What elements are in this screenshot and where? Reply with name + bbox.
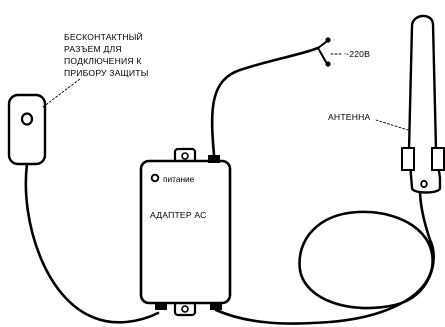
connector-label-line-4: ПРИБОРУ ЗАЩИТЫ [64,68,149,78]
antenna-cable [214,188,435,325]
adapter-box [139,147,232,317]
connector-leader-line [42,78,81,108]
connector-label-line-1: БЕСКОНТАКТНЫЙ [64,31,143,42]
mains-plug [317,37,331,67]
mains-label: ~220В [344,49,370,59]
power-label: питание [163,174,195,184]
power-cable [210,46,320,157]
adapter-label: АДАПТЕР АС [150,210,207,220]
connector-label-line-2: РАЗЪЕМ ДЛЯ [64,44,122,54]
antenna-label: АНТЕННА [328,112,371,122]
contactless-connector [7,93,47,166]
power-indicator [150,173,160,183]
connector-label-line-3: ПОДКЛЮЧЕНИЯ К [64,56,142,66]
connector-cable [24,162,160,324]
antenna [401,14,445,194]
antenna-leader-line [375,119,409,131]
